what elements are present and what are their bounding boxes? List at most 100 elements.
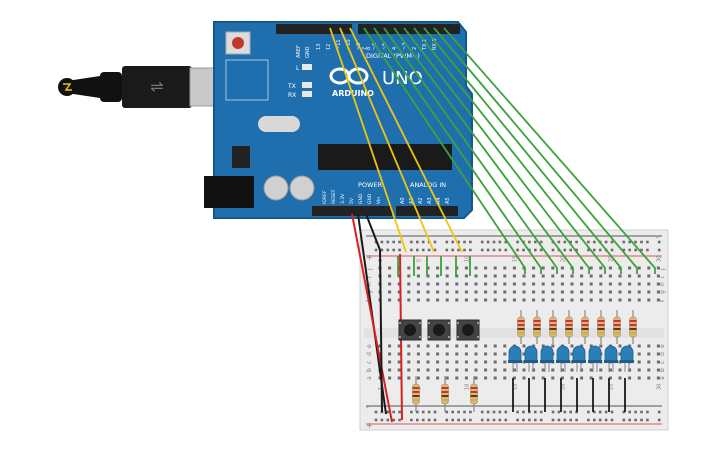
rail-hole bbox=[427, 410, 431, 414]
push-buttons[interactable] bbox=[398, 319, 480, 341]
hole bbox=[551, 266, 555, 270]
column-number: 10 bbox=[464, 384, 470, 390]
hole bbox=[407, 360, 411, 364]
rail-hole bbox=[640, 410, 643, 414]
rail-hole bbox=[575, 248, 578, 252]
rail-hole bbox=[640, 418, 643, 422]
hole bbox=[416, 290, 420, 294]
push-button[interactable] bbox=[427, 319, 451, 341]
hole bbox=[407, 266, 411, 270]
push-button[interactable] bbox=[398, 319, 422, 341]
hole bbox=[589, 344, 593, 348]
hole bbox=[637, 282, 641, 286]
hole bbox=[426, 344, 430, 348]
hole bbox=[580, 282, 584, 286]
analog-pin-label: A5 bbox=[445, 197, 451, 204]
rail-hole bbox=[451, 240, 454, 244]
led-ground-wires bbox=[512, 378, 626, 412]
hole bbox=[407, 298, 411, 302]
power-header bbox=[312, 206, 458, 216]
hole bbox=[647, 368, 651, 372]
hole bbox=[551, 274, 555, 278]
hole bbox=[416, 274, 420, 278]
hole bbox=[493, 368, 497, 372]
rail-hole bbox=[593, 240, 596, 244]
rail-hole bbox=[457, 248, 460, 252]
hole bbox=[464, 368, 468, 372]
led-l-label: L bbox=[296, 65, 300, 72]
rail-hole bbox=[522, 418, 525, 422]
resistor bbox=[533, 310, 541, 344]
rail-hole bbox=[557, 418, 561, 422]
hole bbox=[503, 282, 507, 286]
hole bbox=[474, 360, 478, 364]
hole bbox=[445, 298, 449, 302]
hole bbox=[589, 298, 593, 302]
push-button[interactable] bbox=[456, 319, 480, 341]
hole bbox=[407, 274, 411, 278]
rail-hole bbox=[516, 410, 519, 414]
hole bbox=[608, 282, 612, 286]
rail-hole bbox=[657, 418, 661, 422]
rail-hole bbox=[410, 410, 413, 414]
hole bbox=[512, 290, 516, 294]
hole bbox=[388, 266, 392, 270]
rail-hole bbox=[469, 418, 472, 422]
row-letter: e bbox=[659, 344, 666, 348]
hole bbox=[407, 282, 411, 286]
rail-hole bbox=[622, 418, 626, 422]
column-number: 10 bbox=[464, 256, 470, 262]
hole bbox=[445, 344, 449, 348]
hole bbox=[455, 344, 459, 348]
rail-hole bbox=[634, 248, 637, 252]
rail-hole bbox=[640, 240, 643, 244]
rail-hole bbox=[410, 240, 413, 244]
hole bbox=[493, 298, 497, 302]
hole bbox=[628, 298, 632, 302]
rail-plus-top: + bbox=[366, 253, 373, 262]
hole bbox=[551, 282, 555, 286]
rail-hole bbox=[486, 248, 490, 252]
rail-hole bbox=[469, 410, 472, 414]
hole bbox=[464, 274, 468, 278]
aref-label: AREF bbox=[296, 45, 302, 58]
hole bbox=[397, 298, 401, 302]
hole bbox=[647, 266, 651, 270]
led bbox=[588, 345, 602, 372]
rail-minus-top: - bbox=[656, 233, 659, 242]
row-letter: i bbox=[366, 276, 373, 278]
hole bbox=[474, 368, 478, 372]
hole bbox=[455, 352, 459, 356]
row-letter: f bbox=[659, 299, 666, 302]
hole bbox=[397, 282, 401, 286]
capacitor bbox=[263, 175, 289, 201]
hole bbox=[647, 282, 651, 286]
rail-hole bbox=[416, 240, 419, 244]
rail-hole bbox=[640, 248, 643, 252]
hole bbox=[512, 274, 516, 278]
hole bbox=[474, 282, 478, 286]
hole bbox=[493, 344, 497, 348]
hole bbox=[551, 344, 555, 348]
atmega-chip bbox=[318, 144, 452, 170]
rail-hole bbox=[416, 410, 419, 414]
rail-hole bbox=[398, 418, 401, 422]
hole bbox=[618, 344, 622, 348]
hole bbox=[484, 360, 488, 364]
analog-pin-label: A3 bbox=[427, 197, 433, 204]
rail-hole bbox=[416, 248, 419, 252]
hole bbox=[532, 290, 536, 294]
hole bbox=[656, 290, 660, 294]
hole bbox=[512, 368, 516, 372]
resistor bbox=[441, 376, 449, 412]
hole bbox=[637, 344, 641, 348]
row-letter: a bbox=[659, 376, 666, 380]
hole bbox=[388, 360, 392, 364]
hole bbox=[599, 266, 603, 270]
hole bbox=[560, 282, 564, 286]
rail-hole bbox=[480, 418, 484, 422]
hole bbox=[407, 376, 411, 380]
rail-hole bbox=[563, 248, 567, 252]
rail-hole bbox=[575, 418, 578, 422]
hole bbox=[522, 298, 526, 302]
